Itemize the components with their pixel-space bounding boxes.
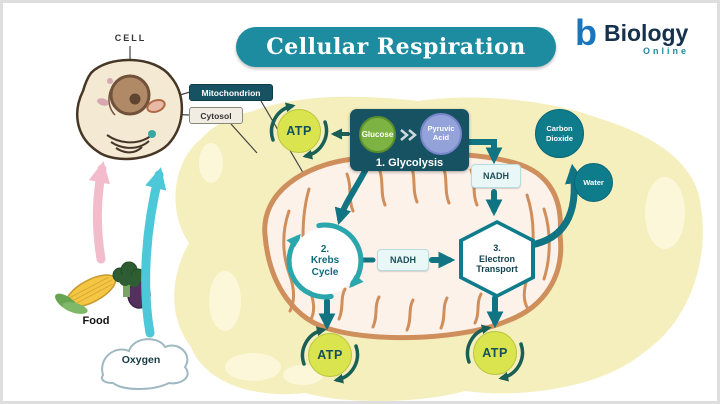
mitochondrion-callout: Mitochondrion [189, 84, 273, 101]
nucleolus [129, 93, 141, 105]
nadh-badge-glycolysis: NADH [471, 164, 521, 188]
glucose-to-pyruvate-arrow-icon [400, 129, 417, 141]
cell-label: CELL [114, 33, 147, 43]
nadh-badge-krebs: NADH [377, 249, 429, 271]
glycolysis-step-label: 1. Glycolysis [375, 157, 444, 169]
electron-transport-label: 3. Electron Transport [463, 224, 531, 294]
oxygen-input-arrow [141, 167, 167, 338]
cell-mitochondrion-small [146, 98, 166, 114]
food-label: Food [82, 315, 110, 327]
water-node: Water [574, 163, 613, 202]
atp-cycle-arrows [269, 102, 525, 384]
krebs-cycle-node: 2. Krebs Cycle [292, 228, 358, 294]
atp-badge-glycolysis: ATP [277, 109, 321, 153]
cytosol-callout: Cytosol [189, 107, 243, 124]
pyruvic-acid-node: Pyruvic Acid [420, 113, 462, 155]
food-illustration [55, 261, 151, 314]
atp-badge-electron-transport: ATP [473, 331, 517, 375]
krebs-ring-arrows [286, 222, 364, 300]
page-title: Cellular Respiration [236, 27, 556, 67]
oxygen-label: Oxygen [121, 354, 161, 366]
oxygen-cloud [100, 338, 189, 390]
glucose-node: Glucose [359, 116, 396, 153]
food-input-arrow [88, 161, 110, 264]
biology-online-logo-icon: b [575, 12, 597, 53]
broccoli [112, 261, 146, 297]
nucleus [109, 74, 151, 116]
logo-brand-text: Biology [604, 20, 689, 46]
glycolysis-stage-box: Glucose Pyruvic Acid 1. Glycolysis [350, 109, 469, 171]
cell-illustration [76, 58, 184, 161]
electron-transport-node: 3. Electron Transport [459, 220, 535, 298]
carbon-dioxide-node: Carbon Dioxide [535, 109, 584, 158]
atp-badge-krebs: ATP [308, 333, 352, 377]
logo-subtitle-text: Online [643, 46, 690, 56]
